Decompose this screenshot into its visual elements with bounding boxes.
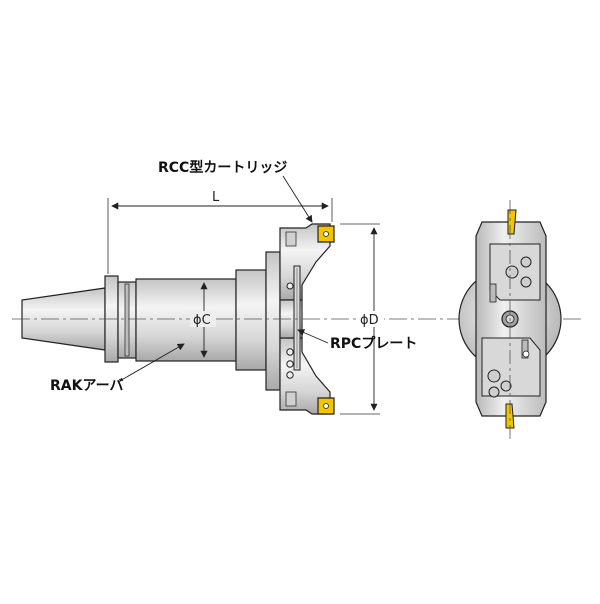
label-dia-d: ϕD [360,313,379,328]
screw [488,386,500,398]
screw [286,360,294,368]
front-view [458,209,562,429]
screw [500,380,512,392]
label-dia-c: ϕC [193,313,211,328]
screw [286,348,294,356]
dimension-c: ϕC [190,282,216,358]
label-plate: RPCプレート [330,336,417,352]
side-view [21,223,335,415]
label-cartridge: RCC型カートリッジ [158,159,287,176]
dimension-l: L [107,190,333,274]
screw [520,276,532,288]
front-insert-top [507,209,517,235]
screw [286,282,294,290]
callout-arbor: RAKアーバ [50,343,185,394]
callout-plate: RPCプレート [297,329,417,352]
label-length: L [212,190,220,205]
arbor-body [135,278,237,362]
label-arbor: RAKアーバ [50,378,123,394]
arbor-neck [235,269,267,371]
callout-cartridge: RCC型カートリッジ [158,159,313,223]
screw [505,265,519,279]
dimension-d: ϕD [340,223,384,415]
screw [520,256,532,268]
screw [487,369,501,383]
cutter-hub [265,251,281,391]
screw [286,371,294,379]
